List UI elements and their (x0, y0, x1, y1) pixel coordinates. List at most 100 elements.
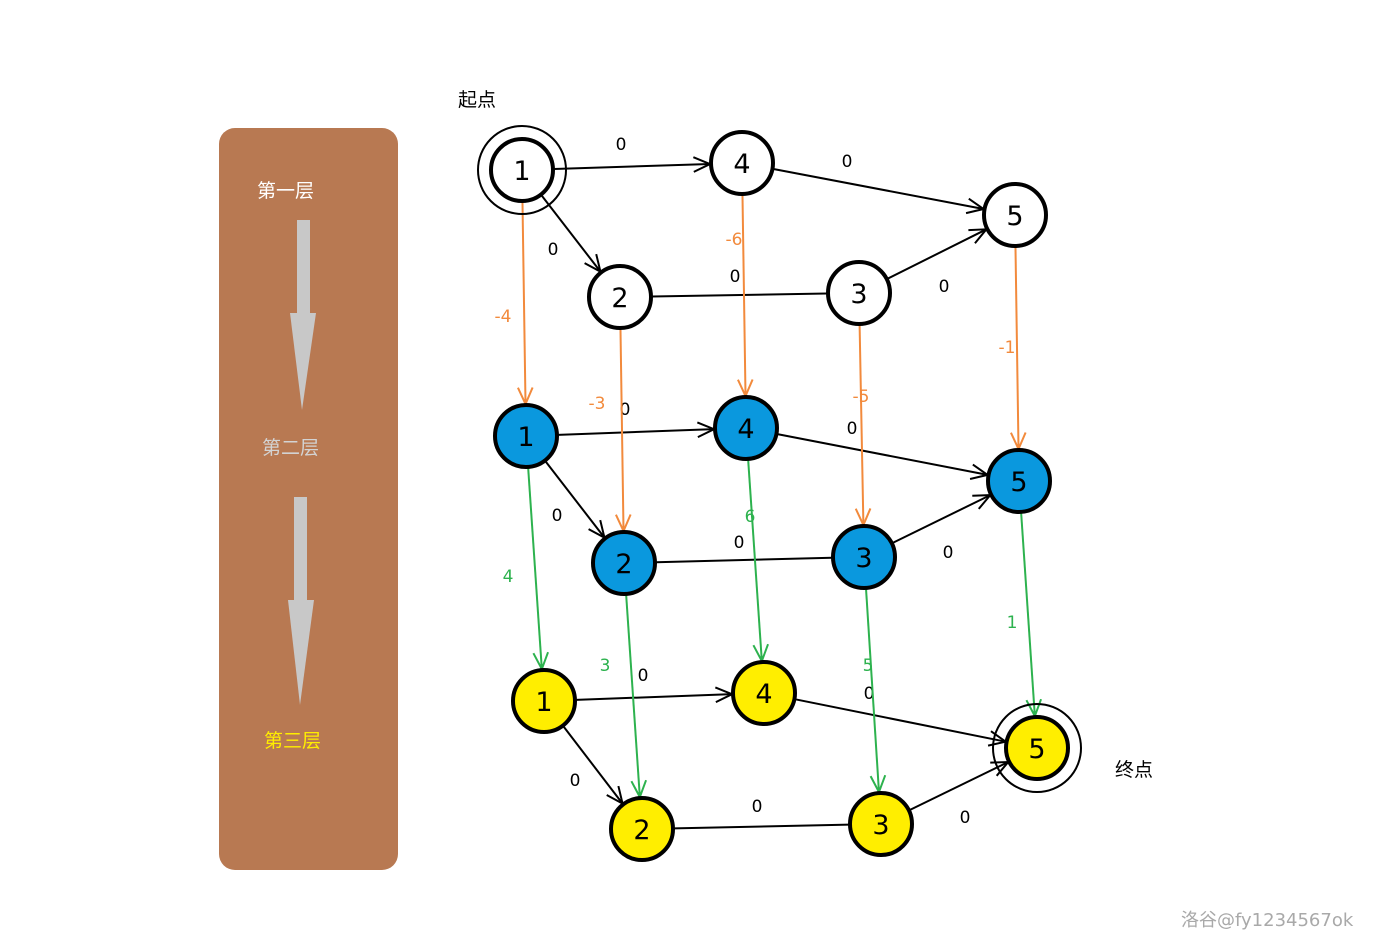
node-circle (709, 130, 775, 196)
edge-weight-label: 0 (570, 771, 581, 791)
edge-line (858, 324, 865, 526)
edge-weight-label: 6 (745, 507, 756, 527)
edge-line (1020, 512, 1036, 717)
edge-L1-1-L1-2: 0 (540, 194, 602, 274)
node-circle (493, 403, 559, 469)
edge-L1-2-L1-3: 0 (651, 267, 828, 298)
edge-L1-1-L2-1: -4 (495, 201, 534, 407)
node-L1-4: 4 (709, 130, 775, 196)
node-label: 4 (733, 149, 750, 180)
edge-weight-label: 0 (616, 135, 627, 155)
node-label: 1 (535, 687, 552, 718)
edge-weight-label: 0 (552, 506, 563, 526)
edge-line (562, 725, 624, 805)
node-label: 4 (755, 679, 772, 710)
node-L1-3: 3 (826, 260, 892, 326)
edge-weight-label: 0 (960, 808, 971, 828)
end-label: 终点 (1115, 759, 1153, 781)
edge-L1-3-L2-3: -5 (853, 324, 872, 528)
edge-weight-label: -6 (726, 230, 743, 250)
node-circle (982, 182, 1048, 248)
node-circle (713, 395, 779, 461)
node-label: 2 (633, 815, 650, 846)
node-label: 1 (513, 156, 530, 187)
node-circle (587, 264, 653, 330)
edge-line (909, 761, 1009, 811)
edge-line (553, 163, 711, 170)
edge-weight-label: 0 (638, 666, 649, 686)
edge-weight-label: 0 (842, 152, 853, 172)
edge-weight-label: 0 (847, 419, 858, 439)
node-L3-3: 3 (848, 791, 914, 857)
node-label: 3 (855, 543, 872, 574)
node-circle (511, 668, 577, 734)
node-label: 4 (737, 414, 754, 445)
edge-line (887, 228, 987, 280)
edge-line (527, 467, 543, 670)
edge-L3-2-L3-3: 0 (673, 797, 850, 830)
edge-weight-label: 0 (752, 797, 763, 817)
end-ring (992, 703, 1082, 793)
edge-line (795, 698, 1006, 743)
down-arrow-icon (290, 220, 316, 410)
edge-line (619, 328, 625, 532)
edge-L2-1-L2-2: 0 (544, 460, 606, 540)
edge-weight-label: 0 (943, 543, 954, 563)
down-arrow-icon (288, 497, 314, 705)
node-circle (986, 448, 1052, 514)
edge-line (773, 168, 984, 210)
node-circle (826, 260, 892, 326)
node-L2-1: 1 (493, 403, 559, 469)
edge-L2-1-L3-1: 4 (503, 467, 549, 672)
edge-L1-3-L1-5: 0 (887, 228, 989, 297)
edge-weight-label: 0 (864, 684, 875, 704)
edge-line (651, 292, 828, 298)
watermark: 洛谷@fy1234567ok (1181, 910, 1354, 931)
edge-L1-4-L1-5: 0 (773, 152, 986, 215)
edge-weight-label: 4 (503, 567, 514, 587)
edge-line (892, 494, 991, 544)
node-label: 5 (1028, 734, 1045, 765)
edge-L1-5-L2-5: -1 (999, 246, 1027, 452)
node-L2-2: 2 (591, 530, 657, 596)
node-label: 3 (850, 279, 867, 310)
edge-L3-4-L3-5: 0 (795, 684, 1009, 747)
node-L3-5: 5 (1004, 715, 1070, 781)
node-L3-2: 2 (609, 796, 675, 862)
node-L2-4: 4 (713, 395, 779, 461)
layer-3-label: 第三层 (264, 730, 322, 752)
node-L1-1: 1 (489, 137, 555, 203)
node-L3-4: 4 (731, 660, 797, 726)
edge-L2-5-L3-5: 1 (1007, 512, 1043, 719)
edge-line (655, 556, 833, 564)
edge-line (747, 459, 763, 662)
node-label: 5 (1006, 201, 1023, 232)
node-circle (609, 796, 675, 862)
edge-line (540, 194, 602, 273)
layer-2-label: 第二层 (262, 437, 320, 459)
edge-line (777, 433, 988, 476)
edge-L1-1-L1-4: 0 (553, 135, 713, 173)
edge-weight-label: 0 (734, 533, 745, 553)
node-label: 3 (872, 810, 889, 841)
edge-line (575, 693, 733, 701)
edge-L2-3-L2-5: 0 (892, 494, 993, 563)
edge-weight-label: 0 (939, 277, 950, 297)
node-circle (831, 524, 897, 590)
edge-L3-3-L3-5: 0 (909, 760, 1011, 828)
edge-weight-label: 3 (600, 656, 611, 676)
edge-L2-1-L2-4: 0 (557, 400, 717, 438)
layer-1-label: 第一层 (257, 180, 315, 202)
node-label: 2 (615, 549, 632, 580)
node-circle (591, 530, 657, 596)
edge-L3-1-L3-2: 0 (562, 725, 625, 806)
edge-L1-2-L2-2: -3 (589, 328, 632, 534)
node-L2-5: 5 (986, 448, 1052, 514)
node-circle (1004, 715, 1070, 781)
edge-line (544, 460, 606, 539)
edge-L2-2-L2-3: 0 (655, 533, 833, 564)
start-ring (477, 125, 567, 215)
node-circle (731, 660, 797, 726)
edge-weight-label: -3 (589, 394, 606, 414)
